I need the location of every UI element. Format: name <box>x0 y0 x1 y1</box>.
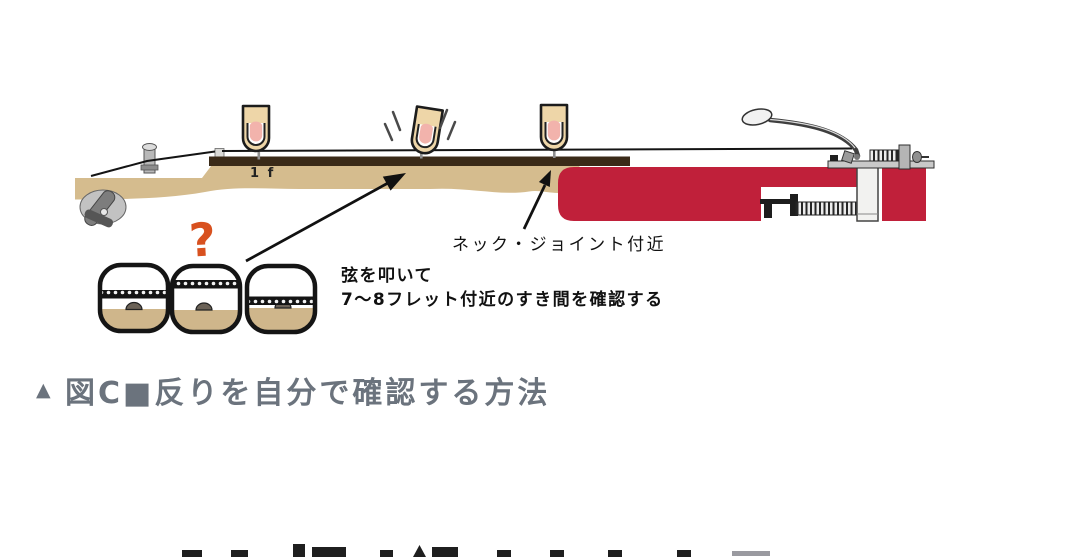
cropped-glyph-fragment <box>182 550 202 557</box>
tuner-post-icon <box>140 143 159 174</box>
cropped-glyph-fragment <box>732 551 770 556</box>
cropped-glyph-fragment <box>432 547 458 557</box>
tremolo-arm-icon <box>741 108 861 160</box>
finger-press-icon <box>539 103 569 152</box>
caption-triangle-icon: ▲ <box>36 379 51 401</box>
arrow-to-neck-joint <box>522 170 551 230</box>
arrow-to-fret-area <box>245 173 406 263</box>
cropped-glyph-fragment <box>497 550 511 557</box>
finger-press-icon <box>241 104 271 153</box>
fret-ticks <box>257 150 556 160</box>
fret-number-label: 1 f <box>250 166 276 181</box>
cropped-glyph-fragment <box>231 550 248 557</box>
instruction-text: 弦を叩いて 7～8フレット付近のすき間を確認する <box>341 265 664 312</box>
inset-slight-gap <box>97 262 171 334</box>
tremolo-spring-icon <box>795 201 857 216</box>
cropped-glyph-fragment <box>608 550 622 557</box>
spring-cavity <box>760 187 857 221</box>
cropped-glyph-fragment <box>550 550 564 557</box>
tuning-key-icon <box>79 189 127 228</box>
figure-caption: 図C■反りを自分で確認する方法 <box>65 376 551 411</box>
neck-shape <box>75 163 582 200</box>
cropped-glyph-fragment <box>677 550 691 557</box>
finger-tap-icon <box>383 105 457 157</box>
cropped-glyph-fragment <box>380 550 393 557</box>
question-mark: ? <box>187 212 218 268</box>
bridge-block <box>856 161 879 222</box>
inset-no-gap <box>244 263 318 335</box>
bridge-assembly <box>827 144 935 170</box>
cropped-glyph-fragment <box>293 544 305 557</box>
inset-large-gap <box>169 263 243 335</box>
neck-joint-label: ネック・ジョイント付近 <box>452 235 667 255</box>
instruction-line1: 弦を叩いて <box>341 266 433 286</box>
string-line <box>90 147 853 177</box>
instruction-line2: 7～8フレット付近のすき間を確認する <box>341 289 664 310</box>
fretboard <box>209 156 630 166</box>
spring-claw-icon <box>760 194 798 218</box>
cropped-glyph-fragment <box>312 547 346 557</box>
